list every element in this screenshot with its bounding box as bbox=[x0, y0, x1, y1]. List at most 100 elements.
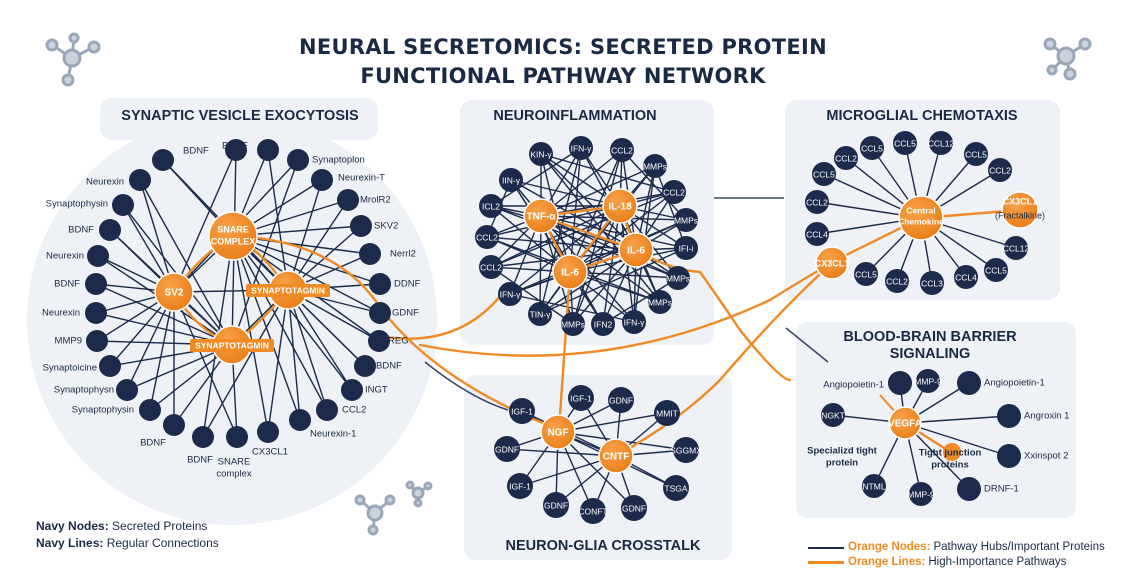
protein-node bbox=[608, 387, 634, 413]
protein-label: GDNF bbox=[392, 308, 419, 319]
connection-line bbox=[490, 205, 621, 268]
protein-node bbox=[369, 273, 391, 295]
protein-label: CCL2 bbox=[835, 153, 857, 163]
protein-node bbox=[368, 330, 390, 352]
module-title-synaptic: SYNAPTIC VESICLE EXOCYTOSIS bbox=[121, 108, 359, 124]
connection-line bbox=[232, 235, 269, 433]
protein-node bbox=[954, 265, 978, 289]
connection-line bbox=[506, 448, 617, 457]
protein-node bbox=[85, 302, 107, 324]
connection-line bbox=[557, 431, 635, 509]
protein-label: CCL5 bbox=[985, 265, 1007, 275]
protein-node bbox=[498, 282, 522, 306]
protein-node bbox=[99, 219, 121, 241]
protein-node bbox=[893, 131, 917, 155]
connection-line bbox=[785, 327, 829, 363]
protein-node bbox=[662, 180, 686, 204]
legend-navy-nodes-value: Secreted Proteins bbox=[112, 519, 208, 533]
hub-label: TNF-α bbox=[527, 212, 557, 223]
module-title-crosstalk: NEURON-GLIA CROSSTALK bbox=[506, 538, 701, 554]
protein-node bbox=[997, 404, 1021, 428]
protein-node bbox=[580, 498, 606, 524]
protein-label: CCL2 bbox=[886, 276, 908, 286]
hub-tnf-alpha bbox=[523, 198, 559, 234]
protein-label: MMP-9 bbox=[907, 489, 935, 499]
protein-label: ICL2 bbox=[482, 201, 500, 211]
protein-node bbox=[350, 215, 372, 237]
connection-line bbox=[232, 235, 328, 411]
protein-node bbox=[568, 385, 594, 411]
protein-label: IFI-i bbox=[679, 243, 694, 253]
connection-line bbox=[602, 277, 679, 325]
connection-line bbox=[557, 412, 668, 433]
protein-node bbox=[885, 269, 909, 293]
protein-label: MMPs bbox=[561, 319, 585, 329]
connection-line bbox=[139, 179, 233, 346]
protein-label: BDNF bbox=[183, 146, 209, 157]
connection-line bbox=[572, 205, 621, 325]
protein-label: GDNF bbox=[622, 503, 646, 513]
hub-label: CX3CL1 bbox=[1003, 196, 1038, 206]
connection-line bbox=[232, 235, 381, 314]
connection-line bbox=[621, 149, 687, 221]
protein-label: SKV2 bbox=[374, 221, 398, 232]
title-line-1: NEURAL SECRETOMICS: SECRETED PROTEIN bbox=[298, 35, 828, 59]
protein-node bbox=[621, 495, 647, 521]
protein-node bbox=[152, 149, 174, 171]
hub-label: COMPLEX bbox=[211, 236, 256, 246]
connection-line bbox=[173, 149, 237, 293]
hub-label: (Fractalkine) bbox=[995, 210, 1045, 220]
protein-label: Synaptophysn bbox=[54, 385, 114, 396]
connection-line bbox=[602, 205, 621, 325]
protein-node bbox=[957, 371, 981, 395]
protein-label: CONFT bbox=[578, 506, 607, 516]
protein-label: NGKT bbox=[821, 410, 845, 420]
protein-group-label: proteins bbox=[931, 460, 968, 471]
protein-label: Synaptoplon bbox=[312, 155, 365, 166]
legend-navy: Navy Nodes: Secreted Proteins Navy Lines… bbox=[36, 518, 219, 552]
protein-node bbox=[475, 225, 499, 249]
protein-node bbox=[834, 146, 858, 170]
protein-group-label: protein bbox=[826, 458, 858, 469]
protein-node bbox=[311, 169, 333, 191]
protein-label: Synaptoicine bbox=[43, 363, 97, 374]
connection-line bbox=[490, 191, 675, 268]
protein-label: CCL2 bbox=[480, 262, 502, 272]
protein-label: CCL4 bbox=[955, 272, 977, 282]
molecule-icon bbox=[354, 480, 433, 536]
protein-label: CCL3 bbox=[921, 278, 943, 288]
protein-node bbox=[85, 273, 107, 295]
legend-orange-nodes-key: Orange Nodes: bbox=[848, 541, 931, 553]
connection-line bbox=[232, 235, 381, 285]
protein-label: TIN-γ bbox=[530, 309, 552, 319]
nodes-layer bbox=[85, 131, 1039, 524]
hub-label: SV2 bbox=[165, 288, 184, 299]
protein-node bbox=[812, 162, 836, 186]
hub-label-plate bbox=[246, 284, 330, 297]
hub-label-plate bbox=[190, 339, 274, 352]
connection-line bbox=[490, 147, 582, 207]
protein-node bbox=[610, 138, 634, 162]
legend-orange-nodes: Orange Nodes: Pathway Hubs/Important Pro… bbox=[808, 540, 1105, 555]
hub-label: IL-6 bbox=[627, 246, 645, 257]
protein-node bbox=[957, 477, 981, 501]
protein-label: Angiopoietin-1 bbox=[984, 378, 1045, 389]
protein-label: MMPs bbox=[674, 215, 698, 225]
hub-cx3cl1 bbox=[815, 246, 849, 280]
protein-node bbox=[99, 355, 121, 377]
connection-line bbox=[287, 289, 353, 391]
protein-node bbox=[854, 262, 878, 286]
protein-label: CCL4 bbox=[806, 229, 828, 239]
protein-label: IFN2 bbox=[594, 319, 613, 329]
hub-ngf bbox=[540, 414, 576, 450]
protein-label: Neurexin bbox=[42, 308, 80, 319]
legend-navy-lines: Navy Lines: Regular Connections bbox=[36, 535, 219, 552]
connection-line bbox=[95, 283, 233, 346]
hub-central-chemokine bbox=[898, 195, 944, 241]
legend-orange: Orange Nodes: Pathway Hubs/Important Pro… bbox=[808, 540, 1105, 570]
protein-label: Angiopoietin-1 bbox=[823, 380, 884, 391]
connection-line bbox=[173, 291, 238, 438]
protein-node bbox=[591, 312, 615, 336]
legend-navy-nodes-key: Navy Nodes: bbox=[36, 519, 109, 533]
